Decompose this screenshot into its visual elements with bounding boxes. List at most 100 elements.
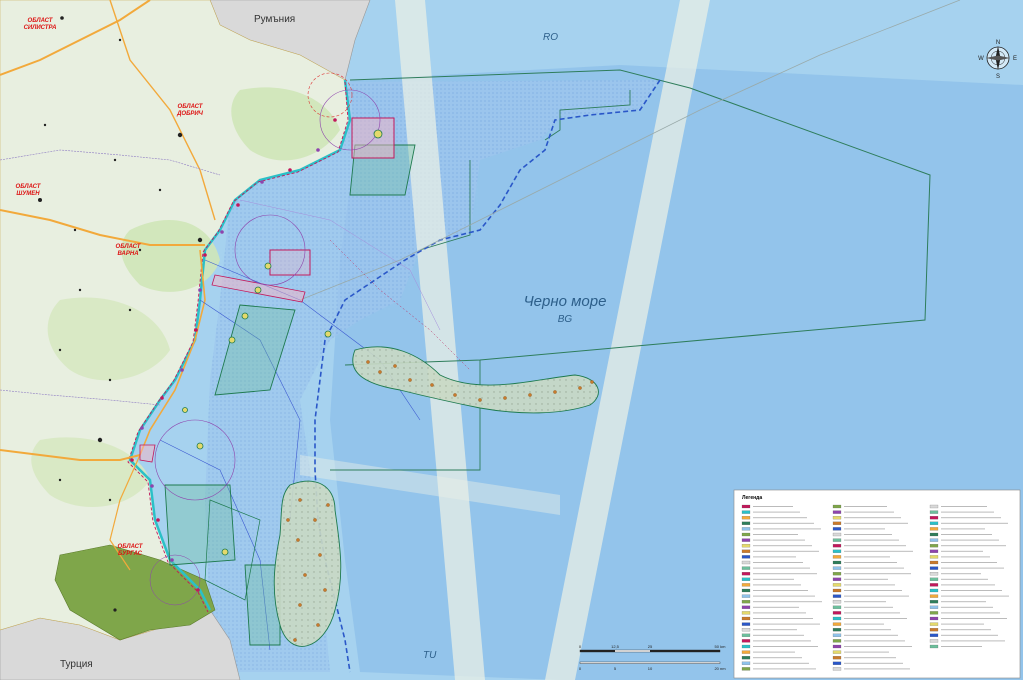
legend-swatch [741, 594, 751, 598]
legend-text-placeholder [844, 651, 889, 653]
eez-boundary-4 [419, 160, 471, 251]
legend-text-placeholder [844, 601, 886, 603]
legend-swatch [832, 628, 842, 632]
legend-text-placeholder [753, 584, 801, 586]
legend-text-placeholder [844, 567, 904, 569]
legend-text-placeholder [844, 562, 897, 563]
legend-text-placeholder [844, 634, 898, 636]
legend-swatch [832, 566, 842, 570]
legend-swatch [832, 656, 842, 660]
legend-swatch [741, 639, 751, 643]
legend-swatch [832, 516, 842, 520]
legend-text-placeholder [753, 545, 812, 547]
legend-swatch [929, 566, 939, 570]
legend-swatch [741, 667, 751, 671]
compass-w: W [978, 56, 984, 62]
platform-markers [182, 129, 383, 556]
legend-swatch [929, 521, 939, 525]
legend-swatch [741, 600, 751, 604]
legend-text-placeholder [753, 550, 819, 552]
oblast-varna-l2: ВАРНА [117, 251, 138, 257]
legend-text-placeholder [941, 646, 982, 647]
legend-swatch [929, 639, 939, 643]
legend-swatch [832, 560, 842, 565]
district-border-2 [0, 389, 161, 406]
legend-swatch [832, 577, 842, 581]
legend-swatch [832, 544, 842, 548]
legend-text-placeholder [753, 634, 804, 636]
legend-swatch [741, 656, 751, 660]
zone-burgas-red [139, 444, 156, 463]
oblast-burgas-l2: БУРГАС [118, 551, 143, 557]
legend-swatch [929, 510, 939, 514]
legend-swatch [741, 566, 751, 570]
legend-swatch [741, 560, 751, 565]
legend-swatch [832, 644, 842, 649]
legend-text-placeholder [941, 539, 999, 541]
legend-swatch [741, 583, 751, 587]
range-circle-3 [154, 419, 236, 501]
legend-text-placeholder [844, 657, 896, 659]
legend-text-placeholder [753, 556, 796, 558]
legend-text-placeholder [844, 640, 905, 642]
romania-code-label: RO [543, 32, 558, 43]
legend-swatch [741, 516, 751, 520]
scale-tick-0: 0 [579, 644, 582, 649]
legend-swatch [832, 611, 842, 615]
legend-text-placeholder [753, 623, 820, 625]
legend-swatch [832, 510, 842, 514]
legend-text-placeholder [844, 606, 893, 608]
scale-tick-2: 25 [648, 644, 653, 649]
sea-name-label: Черно море [524, 293, 607, 310]
road-1 [0, 0, 151, 76]
legend-swatch [929, 544, 939, 548]
legend-text-placeholder [941, 517, 1001, 519]
legend-text-placeholder [941, 567, 1004, 569]
range-circle-2 [234, 214, 306, 286]
oblast-labels: ОБЛАСТ СИЛИСТРА ОБЛАСТ ДОБРИЧ ОБЛАСТ ШУМ… [16, 18, 204, 557]
legend-text-placeholder [941, 612, 1000, 614]
legend-text-placeholder [941, 550, 983, 552]
scale2-tick-1: 5 [614, 666, 617, 671]
legend-text-placeholder [941, 618, 1007, 619]
district-border-1 [0, 149, 221, 176]
legend-text-placeholder [753, 606, 799, 608]
legend-text-placeholder [753, 567, 810, 569]
feature-blob-south [273, 480, 342, 647]
legend-text-placeholder [753, 595, 815, 597]
legend-swatch [929, 532, 939, 537]
romania-label: Румъния [254, 14, 295, 25]
legend-swatch [832, 555, 842, 559]
range-circle-1 [319, 89, 381, 151]
legend-panel: Легенда [733, 489, 1021, 679]
legend-swatch [832, 600, 842, 604]
legend-text-placeholder [753, 651, 795, 653]
legend-text-placeholder [844, 522, 908, 524]
legend-swatch [832, 549, 842, 553]
legend-text-placeholder [844, 629, 891, 631]
turkey-label: Турция [60, 659, 93, 670]
legend-swatch [929, 633, 939, 637]
legend-text-placeholder [753, 578, 794, 580]
legend-text-placeholder [844, 595, 909, 597]
legend-swatch [929, 622, 939, 626]
nav-line-4 [239, 199, 441, 331]
sea-code-label: BG [558, 314, 573, 325]
legend-swatch [832, 572, 842, 576]
legend-text-placeholder [753, 662, 809, 664]
legend-swatch [741, 504, 751, 509]
legend-swatch [929, 628, 939, 632]
legend-text-placeholder [753, 522, 814, 524]
nav-line-2 [199, 299, 301, 521]
legend-text-placeholder [844, 506, 887, 507]
zone-mid-green [214, 304, 296, 396]
legend-text-placeholder [753, 573, 817, 575]
legend-swatch [832, 622, 842, 626]
oblast-shumen-l2: ШУМЕН [16, 191, 40, 197]
legend-text-placeholder [941, 640, 1005, 642]
legend-text-placeholder [844, 545, 906, 547]
legend-text-placeholder [753, 528, 821, 530]
legend-swatch [832, 639, 842, 643]
legend-text-placeholder [941, 629, 991, 631]
